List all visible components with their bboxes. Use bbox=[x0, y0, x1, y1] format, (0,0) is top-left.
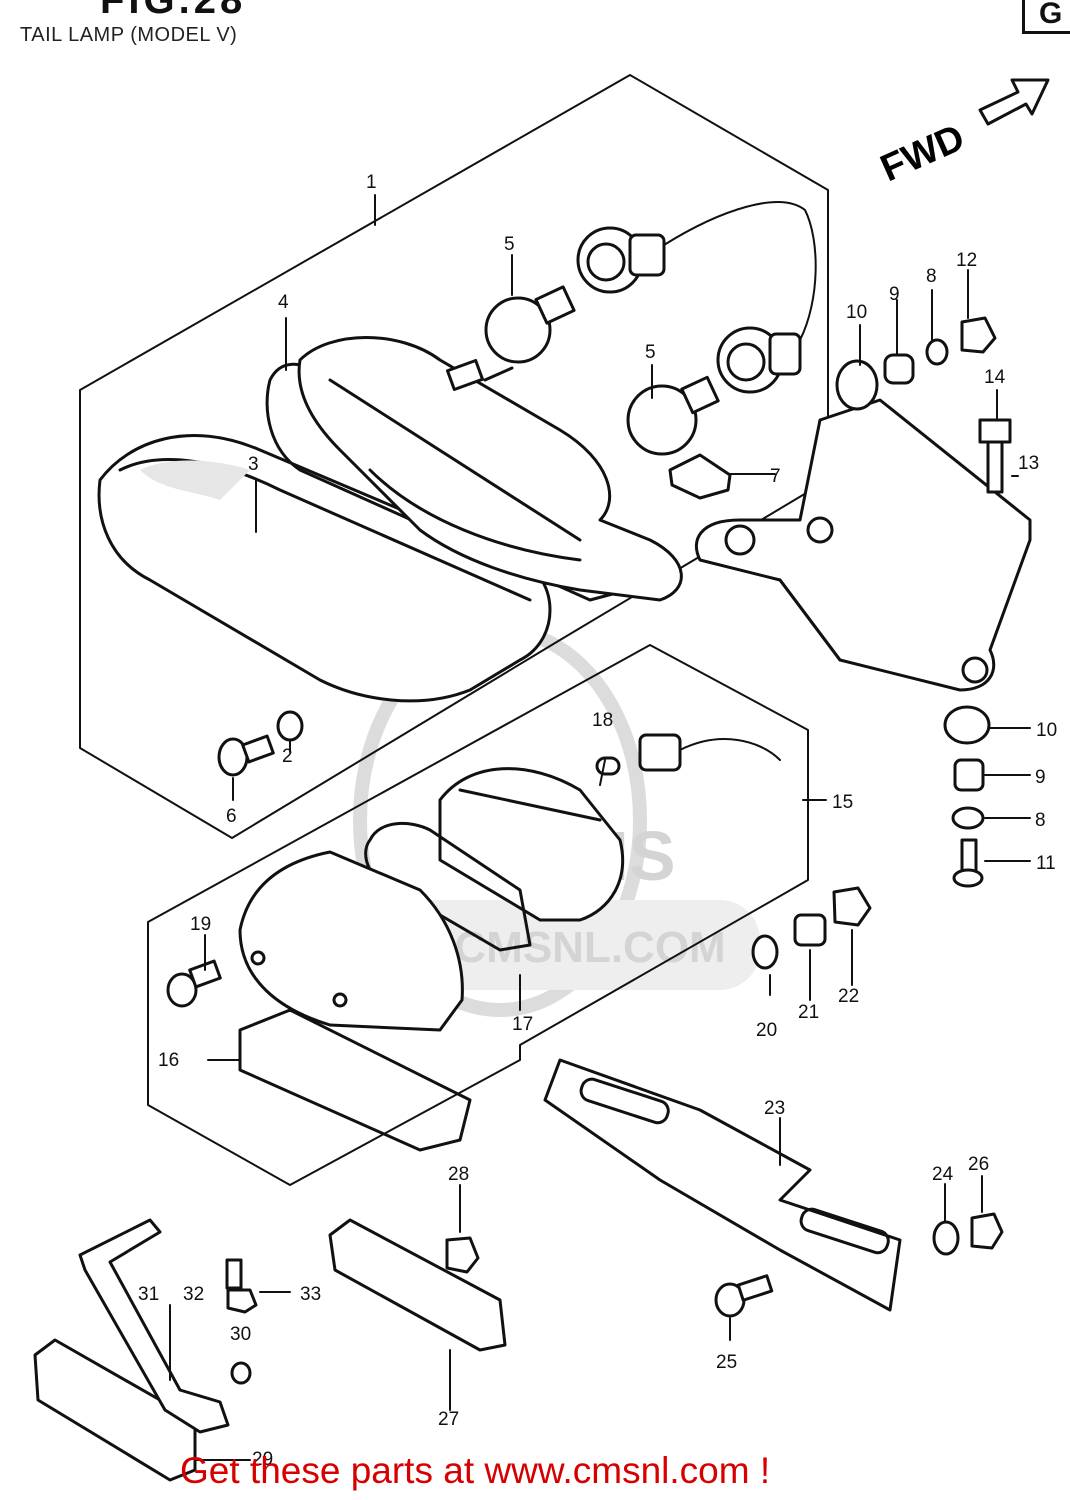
callout-8-lower: 8 bbox=[1035, 810, 1046, 831]
clip-part-7 bbox=[668, 453, 732, 500]
callout-6: 6 bbox=[226, 806, 237, 827]
bulb-upper bbox=[484, 285, 576, 364]
socket-license-lamp bbox=[638, 733, 781, 772]
screw-part-19 bbox=[166, 959, 222, 1008]
callout-30: 30 bbox=[230, 1324, 251, 1345]
callout-15: 15 bbox=[832, 792, 853, 813]
gasket-part-16-frame bbox=[238, 1008, 472, 1152]
bolt-part-32 bbox=[225, 1258, 258, 1314]
grommet-part-10-upper bbox=[835, 359, 879, 411]
callout-3: 3 bbox=[248, 454, 259, 475]
callout-25: 25 bbox=[716, 1352, 737, 1373]
callout-8-upper: 8 bbox=[926, 266, 937, 287]
callout-2: 2 bbox=[282, 746, 293, 767]
callout-31: 31 bbox=[138, 1284, 159, 1305]
figure-number: FIG.28 bbox=[100, 0, 247, 22]
callout-10-upper: 10 bbox=[846, 302, 867, 323]
nut-part-26 bbox=[970, 1212, 1004, 1250]
screw-part-6 bbox=[217, 734, 275, 777]
callout-24: 24 bbox=[932, 1164, 954, 1185]
license-lamp-housing bbox=[438, 767, 625, 922]
fwd-label: FWD bbox=[875, 117, 971, 191]
callout-32: 32 bbox=[183, 1284, 204, 1305]
bolt-part-14 bbox=[978, 418, 1012, 494]
bulb-part-18 bbox=[595, 756, 621, 776]
callout-10-lower: 10 bbox=[1036, 720, 1057, 741]
washer-part-8-lower bbox=[951, 806, 985, 830]
callout-12: 12 bbox=[956, 250, 977, 271]
socket-upper bbox=[576, 226, 666, 294]
bracket-part-13 bbox=[694, 398, 1032, 692]
callout-7: 7 bbox=[770, 466, 781, 487]
callout-labels: 1 2 3 4 5 5 6 7 8 8 9 9 10 10 11 12 13 1… bbox=[138, 172, 1057, 1470]
screw-part-25 bbox=[714, 1274, 774, 1318]
assembly-1-outline bbox=[79, 74, 829, 839]
nut-part-22 bbox=[832, 886, 872, 927]
fwd-arrow-icon bbox=[978, 78, 1050, 126]
callout-20: 20 bbox=[756, 1020, 777, 1041]
callout-13: 13 bbox=[1018, 453, 1039, 474]
callout-17: 17 bbox=[512, 1014, 533, 1035]
washer-part-2 bbox=[276, 710, 304, 742]
bracket-part-23 bbox=[543, 1058, 902, 1312]
lens-part-16 bbox=[238, 850, 464, 1032]
leader-lines bbox=[169, 194, 1031, 1461]
gasket-part-17 bbox=[364, 821, 532, 952]
collar-part-9-upper bbox=[883, 353, 915, 385]
callout-9-lower: 9 bbox=[1035, 767, 1046, 788]
callout-22: 22 bbox=[838, 986, 859, 1007]
callout-28: 28 bbox=[448, 1164, 469, 1185]
washer-part-20 bbox=[751, 934, 779, 970]
footer-promo-banner: Get these parts at www.cmsnl.com ! bbox=[180, 1450, 771, 1491]
reflector-part-29 bbox=[33, 1338, 197, 1482]
callout-11: 11 bbox=[1036, 853, 1056, 874]
callout-23: 23 bbox=[764, 1098, 785, 1119]
page-section-box: G bbox=[1022, 0, 1070, 34]
nut-part-28 bbox=[445, 1236, 480, 1274]
lamp-housing bbox=[297, 336, 683, 602]
diagram-title: TAIL LAMP (MODEL V) bbox=[20, 24, 238, 46]
collar-part-21 bbox=[793, 913, 827, 947]
washer-part-8-upper bbox=[925, 338, 949, 366]
callout-26: 26 bbox=[968, 1154, 989, 1175]
callout-1: 1 bbox=[366, 172, 377, 193]
callout-5-upper: 5 bbox=[504, 234, 515, 255]
wire-harness bbox=[663, 201, 817, 341]
callout-19: 19 bbox=[190, 914, 211, 935]
lens-part-3 bbox=[97, 434, 552, 703]
nut-part-12 bbox=[960, 316, 997, 354]
socket-lower bbox=[716, 326, 802, 394]
nut-part-30 bbox=[230, 1361, 252, 1385]
screw-part-11 bbox=[952, 838, 984, 888]
grommet-part-10-lower bbox=[943, 705, 991, 745]
assembly-15-outline bbox=[147, 644, 809, 1186]
callout-4: 4 bbox=[278, 292, 289, 313]
bulb-lower bbox=[626, 375, 720, 456]
callout-33: 33 bbox=[300, 1284, 321, 1305]
callout-27: 27 bbox=[438, 1409, 459, 1430]
callout-16: 16 bbox=[158, 1050, 179, 1071]
callout-21: 21 bbox=[798, 1002, 819, 1023]
bracket-part-31 bbox=[78, 1218, 230, 1434]
callout-9-upper: 9 bbox=[889, 284, 900, 305]
callout-5-lower: 5 bbox=[645, 342, 656, 363]
callout-29: 29 bbox=[252, 1449, 273, 1470]
fwd-arrow-group: FWD bbox=[875, 78, 1050, 191]
callout-18: 18 bbox=[592, 710, 613, 731]
collar-part-9-lower bbox=[953, 758, 985, 792]
reflector-part-27 bbox=[328, 1218, 507, 1352]
callout-14: 14 bbox=[984, 367, 1006, 388]
washer-part-24 bbox=[932, 1220, 960, 1256]
